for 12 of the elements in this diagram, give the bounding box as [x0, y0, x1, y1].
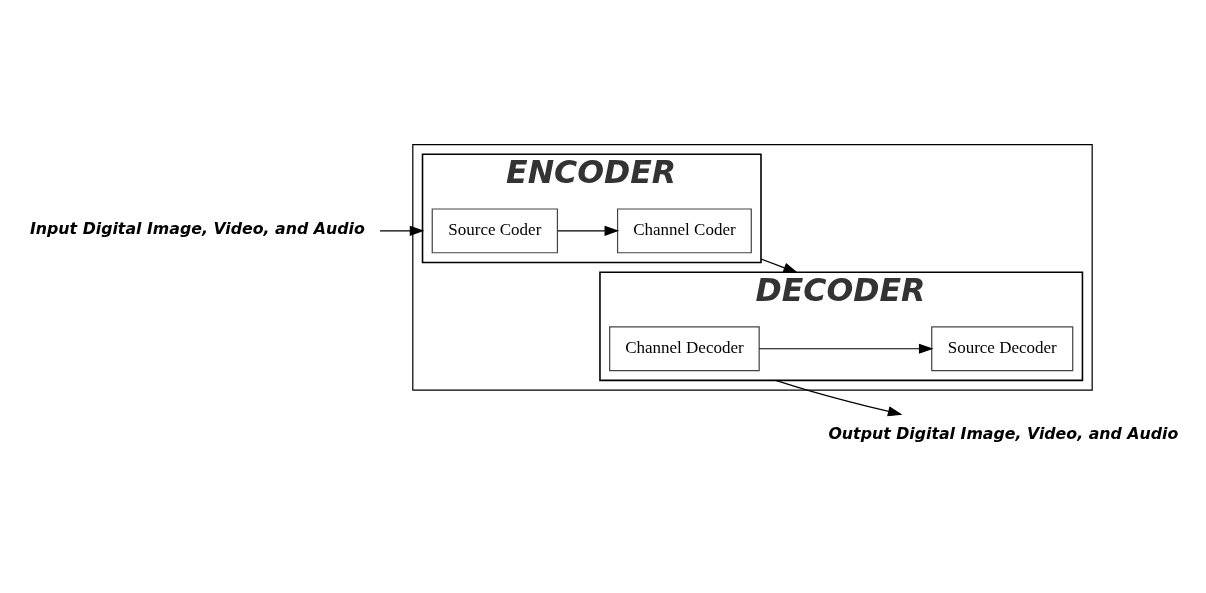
node-text: Input Digital Image, Video, and Audio [29, 218, 365, 238]
arrow [760, 258, 798, 273]
node-text: Output Digital Image, Video, and Audio [828, 424, 1179, 444]
arrow [557, 225, 620, 236]
arrow [775, 379, 903, 417]
node-box: Channel Coder [616, 208, 752, 254]
arrow [758, 343, 934, 354]
arrow [379, 225, 425, 236]
node-box: Channel Decoder [609, 326, 760, 372]
node-box: Source Decoder [931, 326, 1074, 372]
cluster [412, 143, 1093, 391]
node-box: Source Coder [431, 208, 559, 254]
